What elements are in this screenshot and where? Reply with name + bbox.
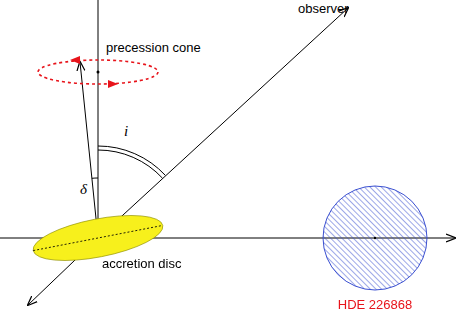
star-node: HDE 226868: [321, 184, 429, 318]
vertical-axis: [98, 0, 99, 238]
precession-ellipse: [38, 60, 158, 84]
angle-label: i: [124, 124, 128, 139]
node-label: HDE 226868: [338, 297, 412, 312]
line-of-sight: [98, 8, 348, 238]
disc-diameter: [33, 225, 163, 250]
precession-arrow: [70, 56, 80, 64]
precession-arrow: [108, 80, 118, 88]
angle-label: δ: [80, 182, 87, 197]
observer-label: observer: [298, 1, 349, 16]
cone-label: precession cone: [106, 40, 201, 55]
star-centre: [374, 237, 376, 239]
cone-centre: [97, 71, 100, 74]
node-label: accretion disc: [102, 256, 181, 271]
accretion-disc: accretion disc: [30, 208, 200, 278]
disc-axis: [80, 62, 98, 238]
star-circle: [323, 186, 427, 290]
angle-arc: [98, 146, 165, 175]
angle-arc: [92, 177, 98, 178]
